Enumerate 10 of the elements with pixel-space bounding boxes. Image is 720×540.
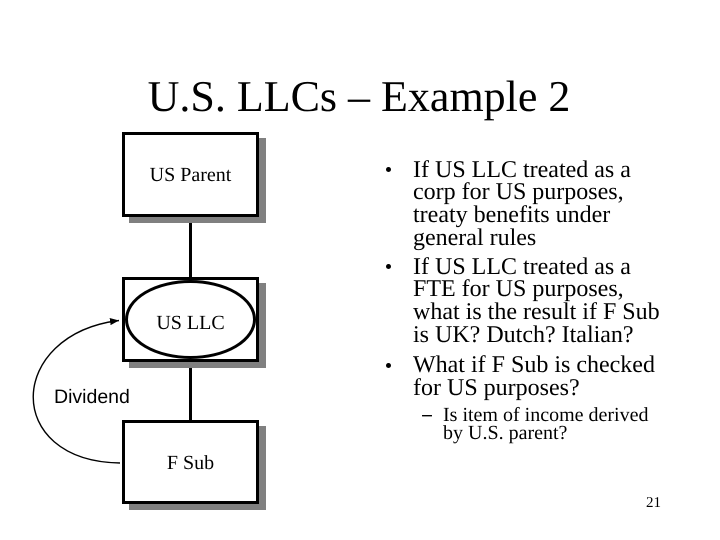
node-label: US Parent — [150, 164, 232, 186]
bullet-text: If US LLC treated as a FTE for US purposes, what is the result if F Sub is UK? Dutch? Italian? — [413, 256, 661, 346]
node-label: US LLC — [156, 312, 225, 334]
bullet-text: What if F Sub is checked for US purposes? — [413, 354, 656, 400]
slide-title: U.S. LLCs – Example 2 — [148, 72, 570, 122]
curved-arrow — [32, 318, 120, 464]
sub-bullet-text: Is item of income derived by U.S. parent? — [443, 406, 650, 443]
node-label: F Sub — [166, 452, 214, 474]
bullet-text: If US LLC treated as a corp for US purposes, treaty benefits under general rules — [413, 158, 632, 250]
page-number: 21 — [646, 494, 661, 512]
